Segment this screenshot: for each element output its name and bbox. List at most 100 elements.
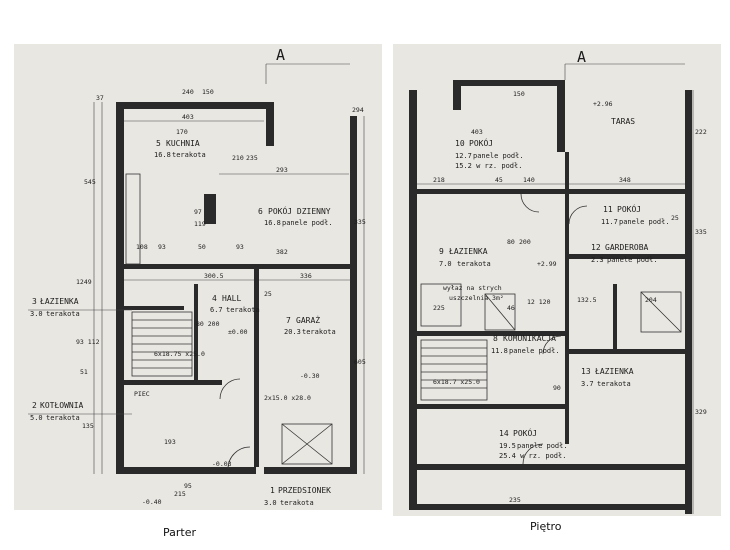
room-number: 3 [32, 297, 37, 306]
dimension-text: 225 [433, 304, 445, 312]
room-finish: terakota [457, 260, 491, 268]
dimension-text: 93 [236, 243, 244, 251]
dimension-text: 336 [300, 272, 312, 280]
dimension-text: 93 112 [76, 338, 100, 346]
dimension-text: 403 [471, 128, 483, 136]
room-area: 3.7 [581, 380, 594, 388]
dimension-text: 300.5 [204, 272, 224, 280]
wall [116, 102, 124, 474]
room-finish: panele podł. [607, 256, 658, 264]
dimension-text: 140 [523, 176, 535, 184]
dimension-text: 329 [695, 408, 707, 416]
room-area: 11.7 [601, 218, 618, 226]
dimension-text: 150 [202, 88, 214, 96]
door-swing [568, 205, 588, 225]
level-mark: -0.40 [142, 498, 162, 506]
door-swing [542, 335, 562, 355]
dimension-text: 170 [176, 128, 188, 136]
room-area: 16.8 [264, 219, 281, 227]
equipment-label: PIEC [134, 390, 150, 398]
dimension-text: 90 [553, 384, 561, 392]
wall [254, 269, 259, 467]
room-number: 12 [591, 243, 601, 252]
room-name: KOMUNIKACJA [503, 334, 556, 343]
parter-stairs [131, 311, 193, 377]
dimension-text: 382 [276, 248, 288, 256]
level-mark: +2.96 [593, 100, 613, 108]
dimension-text: 25 [264, 290, 272, 298]
room-number: 7 [286, 316, 291, 325]
dimension-text: 45 [495, 176, 503, 184]
room-area: 5.0 [30, 414, 43, 422]
door-spec: 80 200 [196, 320, 220, 328]
caption-pietro: Piętro [530, 520, 562, 533]
wall [557, 80, 565, 152]
dimension-text: 51 [80, 368, 88, 376]
dimension-text: 335 [354, 218, 366, 226]
wall [350, 116, 357, 474]
dimension-text: 25 [671, 214, 679, 222]
room-finish: panele podł. [517, 442, 568, 450]
dimension-text: 204 [645, 296, 657, 304]
room-number: 14 [499, 429, 509, 438]
room-finish: terakota [597, 380, 631, 388]
annotation: uszczelnia 3m² [449, 294, 504, 302]
room-number: 4 [212, 294, 217, 303]
pietro-plan-sheet: A 10 POKÓJ 12.7 panele podł. 15.2 w rz. … [393, 44, 721, 516]
dimension-text: 119 [194, 220, 206, 228]
wall [685, 90, 692, 514]
pietro-stairs [420, 339, 488, 401]
wall [204, 194, 216, 224]
wall [116, 102, 274, 109]
caption-parter: Parter [163, 526, 197, 539]
dimension-text: 108 [136, 243, 148, 251]
wall [453, 80, 461, 110]
dimension-text: 222 [695, 128, 707, 136]
dimension-text: 12 120 [527, 298, 551, 306]
bathtub [420, 283, 462, 327]
room-name: ŁAZIENKA [39, 297, 79, 306]
dimension-text: 218 [433, 176, 445, 184]
room-finish: panele podł. [619, 218, 670, 226]
dimension-text: 46 [507, 304, 515, 312]
pietro-floor-plan: A 10 POKÓJ 12.7 panele podł. 15.2 w rz. … [409, 48, 707, 514]
room-number: 6 [258, 207, 263, 216]
dimension-text: 132.5 [577, 296, 597, 304]
room-name: PRZEDSIONEK [278, 486, 331, 495]
door-swing [522, 443, 544, 465]
section-mark: A [276, 46, 285, 64]
wall [569, 349, 685, 354]
wall [417, 504, 685, 510]
stairs-spec: 6x18.7 x25.0 [433, 378, 480, 386]
dimension-text: 605 [354, 358, 366, 366]
room-finish: terakota [46, 414, 80, 422]
room-number: 2 [32, 401, 37, 410]
dimension-text: 200 [519, 238, 531, 246]
dimension-text: 235 [509, 496, 521, 504]
shower-tray [640, 291, 682, 333]
dimension-text: 193 [164, 438, 176, 446]
wall [453, 80, 565, 86]
annotation: wyłaz na strych [443, 284, 502, 292]
room-finish: terakota [172, 151, 206, 159]
room-area: 19.5 [499, 442, 516, 450]
wall [124, 306, 184, 310]
dimension-text: 294 [352, 106, 364, 114]
dimension-text: 135 [82, 422, 94, 430]
dimension-text: 235 [246, 154, 258, 162]
dimension-text: 97 [194, 208, 202, 216]
door-swing [219, 378, 241, 400]
room-finish: terakota [226, 306, 260, 314]
stairs-spec: 6x18.75 x25.0 [154, 350, 205, 358]
room-name: HALL [222, 294, 241, 303]
level-mark: ±0.00 [228, 328, 248, 336]
room-number: 5 [156, 139, 161, 148]
room-number: 8 [493, 334, 498, 343]
dimension-text: 93 [158, 243, 166, 251]
dimension-text: 335 [695, 228, 707, 236]
dimension-text: 215 [174, 490, 186, 498]
dimension-text: 80 [507, 238, 515, 246]
parter-floor-plan: 5 KUCHNIA 16.8 terakota 6 POKÓJ DZIENNY … [28, 46, 366, 507]
dimension-text: 240 [182, 88, 194, 96]
kitchen-counter [125, 173, 141, 265]
